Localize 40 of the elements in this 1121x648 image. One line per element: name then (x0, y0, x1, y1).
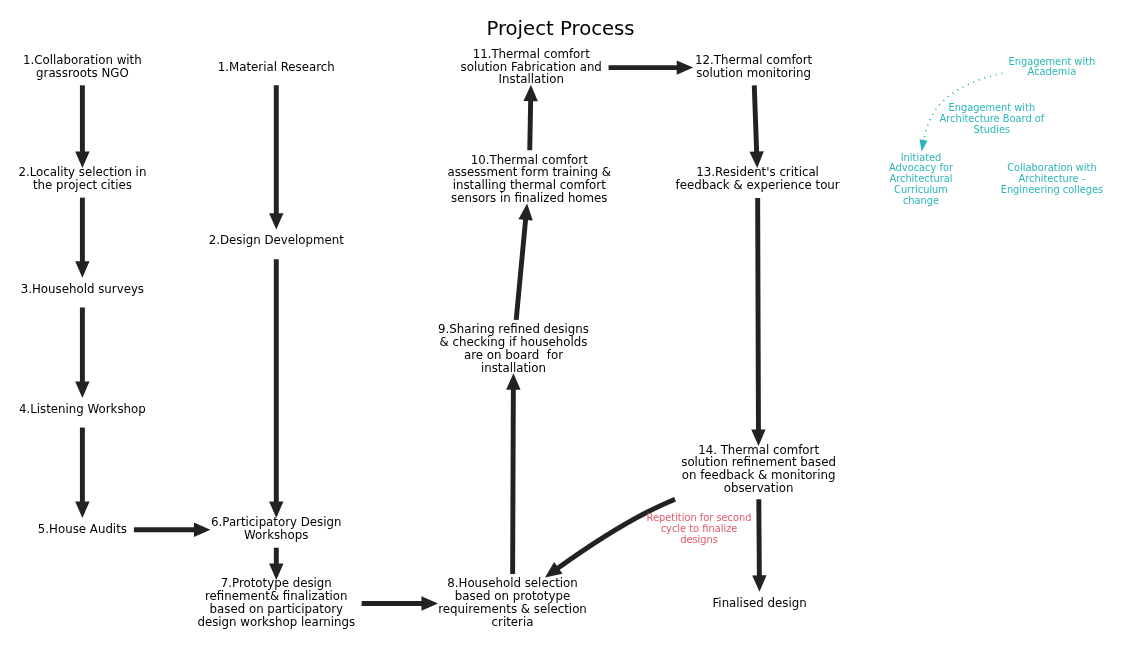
node-text: 7.Prototype design refinement& finalization based on participatory design workshop learnings (197, 576, 356, 629)
node-text: 9.Sharing refined designs & checking if households are on board for installation (438, 322, 589, 375)
arrow (545, 497, 676, 578)
node-text: 3.Household surveys (20, 281, 145, 296)
node-text: 6.Participatory Design Workshops (211, 515, 342, 543)
arrow (749, 85, 764, 169)
node-text: 14. Thermal comfort solution refinement based on feedback & monitoring observation (681, 442, 836, 495)
arrow (75, 197, 90, 278)
arrow (523, 84, 538, 151)
node-text: 4.Listening Workshop (18, 401, 146, 416)
node-text: 1.Collaboration with grassroots NGO (23, 53, 142, 81)
diagram-title: Project Process (486, 16, 635, 40)
node-text: 2.Design Development (208, 233, 344, 248)
node-text: 12.Thermal comfort solution monitoring (695, 53, 813, 81)
arrow (506, 373, 521, 574)
node-text: 8.Household selection based on prototype requirements & selection criteria (438, 576, 587, 629)
edge-label: Repetition for second cycle to finalize designs (646, 512, 752, 545)
arrow (75, 85, 90, 169)
arrow (133, 522, 211, 537)
node-text: 13.Resident's critical feedback & experience tour (675, 165, 840, 193)
arrow (269, 547, 284, 580)
arrow (752, 499, 767, 592)
arrow (751, 197, 766, 446)
arrow (608, 60, 694, 75)
arrow (75, 307, 90, 398)
arrow (513, 203, 533, 321)
node-text: 2.Locality selection in the project cities (18, 165, 147, 193)
label: Collaboration with Architecture - Engineering colleges (1000, 162, 1104, 196)
node-text: Initiated Advocacy for Architectural Curriculum change (889, 151, 953, 206)
node-text: 1.Material Research (217, 59, 335, 74)
arrow (75, 427, 90, 518)
node-text: Engagement with Academia (1008, 55, 1096, 78)
node-text: 11.Thermal comfort solution Fabrication and Installation (460, 46, 602, 87)
arrow (269, 259, 284, 518)
arrow (361, 596, 438, 611)
node-text: 5.House Audits (37, 521, 127, 536)
edge-label: Engagement with Architecture Board of Studies (939, 102, 1045, 136)
node-text: 10.Thermal comfort assessment form training & installing thermal comfort sensors in finalized homes (447, 152, 612, 206)
arrow (269, 85, 284, 230)
node-text: Finalised design (712, 595, 807, 610)
